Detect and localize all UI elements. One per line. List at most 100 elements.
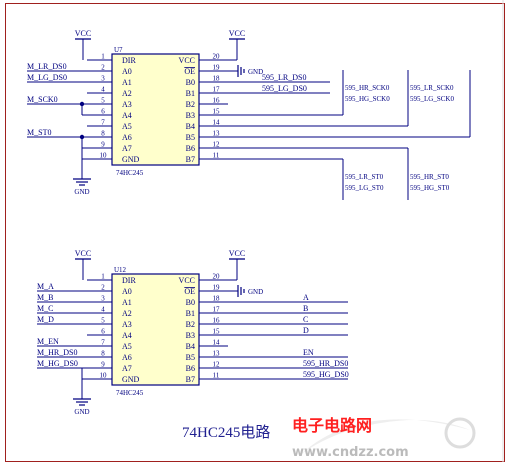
u7-pin-num-17: 17 [213,86,221,94]
u12-pin-num-10: 10 [100,372,108,380]
u7-ref-label: U7 [114,46,123,54]
u7-pin-num-18: 18 [213,75,221,83]
u7-left-vcc-label: VCC [75,29,91,38]
u12-net-label-m-en: M_EN [37,337,59,346]
watermark-url: www.cndzz.com [292,445,409,460]
u7-bus-label-595-lr-sck0: 595_LR_SCK0 [410,84,454,92]
u12-pin-name-dir: DIR [122,276,136,285]
u12-out-label-a: A [303,293,309,302]
u7-pin-name-b7: B7 [186,155,195,164]
u7-pin-num-14: 14 [213,119,221,127]
u7-pin-name-b1: B1 [186,89,195,98]
u12-pin-num-8: 8 [101,350,105,358]
u7-pin-num-2: 2 [101,64,105,72]
u7-pin-num-5: 5 [101,97,105,105]
u7-pin-name-b5: B5 [186,133,195,142]
u12-chip-body [111,273,200,386]
u12-pin-name-gnd: GND [122,375,140,384]
u12-left-vcc-label: VCC [75,249,91,258]
u12-pin-num-13: 13 [213,350,221,358]
u7-pin-name-a2: A2 [122,89,132,98]
u12-pin-num-5: 5 [101,317,105,325]
u12-net-label-m-c: M_C [37,304,53,313]
u12-pin-name-b7: B7 [186,375,195,384]
u7-junction-st [79,134,85,140]
u12-ref-label: U12 [114,266,127,274]
u12-out-label-595-hr-ds0: 595_HR_DS0 [303,359,348,368]
u12-pin-name-a1: A1 [122,298,132,307]
u7-bus-label-595-lr-st0: 595_LR_ST0 [345,173,384,181]
u7-pin-name-a3: A3 [122,100,132,109]
u12-pin-num-4: 4 [101,306,105,314]
u12-pin-name-a0: A0 [122,287,132,296]
u7-pin-name-oe: OE [184,67,195,76]
u7-bus-label-595-lg-sck0: 595_LG_SCK0 [410,95,454,103]
u12-pin-num-7: 7 [101,339,105,347]
u7-pin-name-a7: A7 [122,144,132,153]
u7-pin-name-b3: B3 [186,111,195,120]
u12-out-label-en: EN [303,348,314,357]
u7-net-label-m-lg-ds0: M_LG_DS0 [27,73,67,82]
u12-pin-name-a3: A3 [122,320,132,329]
u7-pin-name-b2: B2 [186,100,195,109]
u7-bus-label-595-hg-st0: 595_HG_ST0 [410,184,450,192]
u7-chip-body [111,53,200,166]
u7-pin-name-gnd: GND [122,155,140,164]
u12-net-label-m-d: M_D [37,315,54,324]
u12-pin-name-b0: B0 [186,298,195,307]
u7-pin-name-dir: DIR [122,56,136,65]
u12-pin-name-b1: B1 [186,309,195,318]
u7-pin-name-b0: B0 [186,78,195,87]
u12-pin-num-9: 9 [101,361,105,369]
u12-net-label-m-b: M_B [37,293,53,302]
u12-pin-name-b6: B6 [186,364,195,373]
u12-net-label-m-hg-ds0: M_HG_DS0 [37,359,78,368]
u7-bus-label-595-hr-sck0: 595_HR_SCK0 [345,84,390,92]
u12-pin-name-oe: OE [184,287,195,296]
u12-pin-num-2: 2 [101,284,105,292]
u12-pin-num-11: 11 [213,372,220,380]
u12-out-label-d: D [303,326,309,335]
u7-pin-name-vcc: VCC [179,56,195,65]
u12-out-label-c: C [303,315,308,324]
u12-pin-num-15: 15 [213,328,221,336]
u12-oe-gnd-label: GND [248,288,263,296]
u7-out-label-595-lr-ds0: 595_LR_DS0 [262,73,306,82]
u12-pin-num-20: 20 [213,273,221,281]
u7-bus-label-595-hg-sck0: 595_HG_SCK0 [345,95,390,103]
u12-pin-num-18: 18 [213,295,221,303]
u7-pin-num-9: 9 [101,141,105,149]
u7-part-label: 74HC245 [116,169,144,177]
u7-gnd-label: GND [74,188,89,196]
u7-pin-name-a4: A4 [122,111,132,120]
u12-pin-name-a5: A5 [122,342,132,351]
u12-pin-name-a7: A7 [122,364,132,373]
u7-pin-num-1: 1 [101,53,105,61]
u12-pin-num-3: 3 [101,295,105,303]
u12-pin-name-b2: B2 [186,320,195,329]
u7-pin-num-6: 6 [101,108,105,116]
u7-pin-num-19: 19 [213,64,221,72]
u12-pin-name-a4: A4 [122,331,132,340]
u7-pin-name-a6: A6 [122,133,132,142]
schematic-caption: 74HC245电路 [182,424,270,441]
u7-pin-num-8: 8 [101,130,105,138]
u7-out-label-595-lg-ds0: 595_LG_DS0 [262,84,307,93]
u7-pin-num-15: 15 [213,108,221,116]
u7-pin-num-12: 12 [213,141,221,149]
u7-pin-num-10: 10 [100,152,108,160]
u7-bus-label-595-hr-st0: 595_HR_ST0 [410,173,449,181]
u12-pin-num-16: 16 [213,317,221,325]
watermark: 电子电路网 www.cndzz.com [292,416,476,460]
u7-junction-sck [79,101,85,107]
u12-net-label-m-hr-ds0: M_HR_DS0 [37,348,77,357]
watermark-title: 电子电路网 [292,416,372,435]
u7-pin-num-7: 7 [101,119,105,127]
u7-net-label-m-sck0: M_SCK0 [27,95,58,104]
u12-pin-num-14: 14 [213,339,221,347]
u12-part-label: 74HC245 [116,389,144,397]
u12-net-label-m-a: M_A [37,282,54,291]
